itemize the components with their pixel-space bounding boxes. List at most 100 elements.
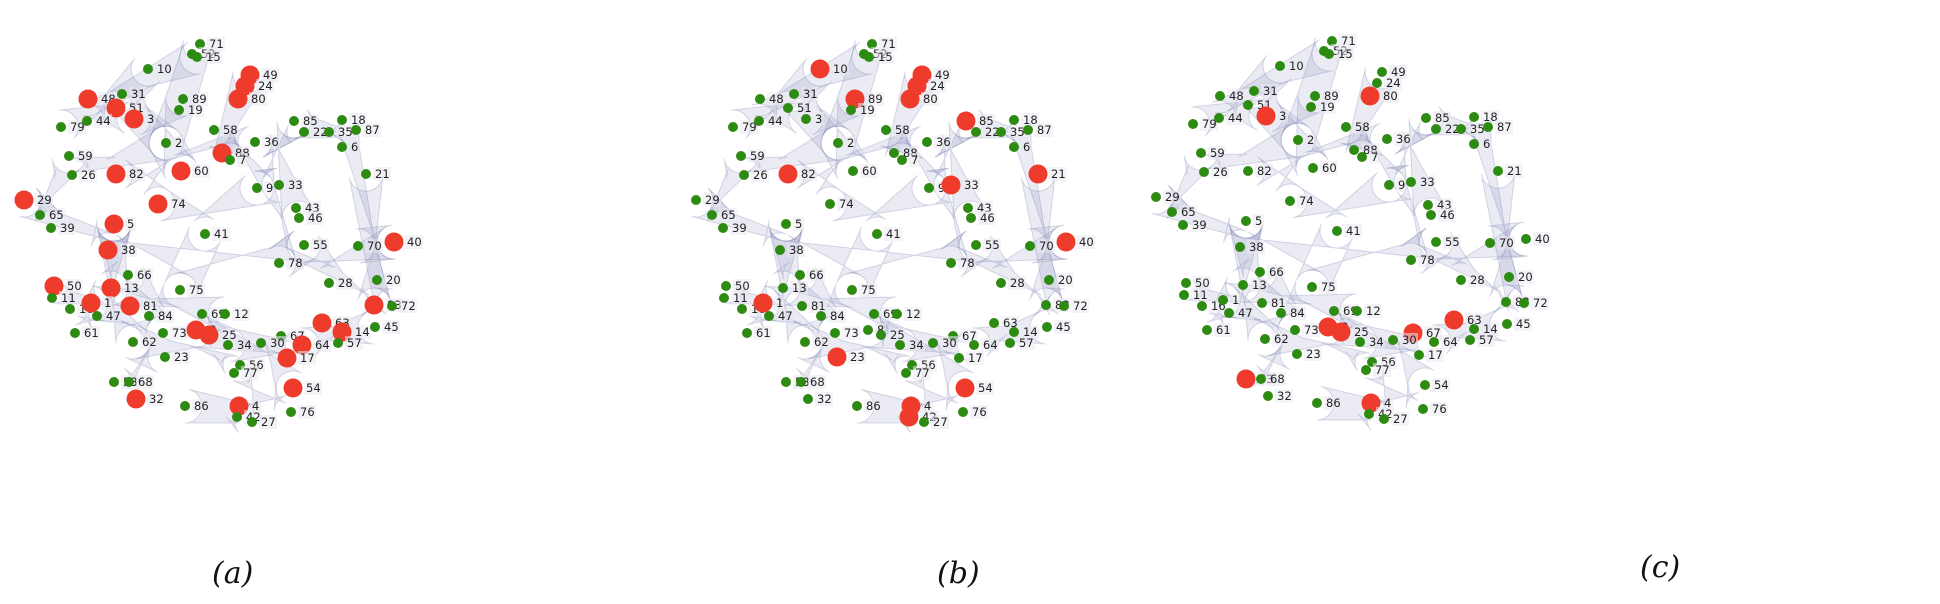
highlighted-node bbox=[899, 407, 919, 427]
node bbox=[963, 203, 973, 213]
node bbox=[361, 169, 371, 179]
node bbox=[247, 417, 257, 427]
node bbox=[178, 94, 188, 104]
node-label-bg bbox=[875, 323, 886, 337]
node-label: 55 bbox=[985, 238, 1000, 252]
node-label: 78 bbox=[288, 256, 303, 270]
highlighted-node bbox=[81, 293, 101, 313]
node-label-bg bbox=[59, 291, 77, 305]
node bbox=[82, 116, 92, 126]
node bbox=[1483, 122, 1493, 132]
node bbox=[294, 213, 304, 223]
highlighted-node bbox=[124, 109, 144, 129]
highlighted-node bbox=[78, 89, 98, 109]
node-label-bg bbox=[1426, 348, 1444, 362]
node-label: 60 bbox=[862, 164, 877, 178]
node-label-bg bbox=[212, 227, 230, 241]
node bbox=[158, 328, 168, 338]
node bbox=[1307, 282, 1317, 292]
node bbox=[739, 170, 749, 180]
node-label-bg bbox=[731, 291, 749, 305]
caption-a: (a) bbox=[212, 556, 254, 591]
node-label: 32 bbox=[1277, 389, 1292, 403]
node-label-bg bbox=[860, 164, 878, 178]
node-label: 38 bbox=[789, 243, 804, 257]
node-label: 22 bbox=[1445, 122, 1460, 136]
node-label-bg bbox=[1277, 109, 1288, 123]
node-label: 40 bbox=[1079, 235, 1094, 249]
node-label: 78 bbox=[960, 256, 975, 270]
node bbox=[1249, 86, 1259, 96]
node bbox=[209, 125, 219, 135]
node-label-bg bbox=[1468, 122, 1486, 136]
node-label-bg bbox=[884, 227, 902, 241]
node-label-bg bbox=[799, 167, 817, 181]
highlighted-node bbox=[171, 161, 191, 181]
node-label-bg bbox=[1236, 306, 1254, 320]
node bbox=[200, 229, 210, 239]
node-label: 65 bbox=[1181, 205, 1196, 219]
node-label: 82 bbox=[801, 167, 816, 181]
node-label: 86 bbox=[1326, 396, 1341, 410]
node-label: 15 bbox=[1338, 47, 1353, 61]
highlighted-node bbox=[120, 296, 140, 316]
node-label: 59 bbox=[78, 149, 93, 163]
node-label: 50 bbox=[67, 279, 82, 293]
node-label: 2 bbox=[175, 136, 182, 150]
node-label-bg bbox=[913, 366, 931, 380]
node-label: 45 bbox=[1516, 317, 1531, 331]
node bbox=[1324, 49, 1334, 59]
node-label-bg bbox=[933, 68, 951, 82]
node-label: 1 bbox=[104, 296, 111, 310]
node-label-bg bbox=[893, 123, 911, 137]
node-label-bg bbox=[976, 381, 994, 395]
node-label: 74 bbox=[1299, 194, 1314, 208]
node-label: 34 bbox=[909, 338, 924, 352]
node-label: 11 bbox=[61, 291, 76, 305]
node-label: 87 bbox=[1037, 123, 1052, 137]
node-label: 85 bbox=[1435, 111, 1450, 125]
node-label: 23 bbox=[174, 350, 189, 364]
node bbox=[852, 401, 862, 411]
node-label: 61 bbox=[84, 326, 99, 340]
node-label: 7 bbox=[911, 153, 918, 167]
node-label-bg bbox=[1465, 313, 1483, 327]
node-label-bg bbox=[186, 103, 204, 117]
node-label-bg bbox=[904, 307, 922, 321]
node-label-bg bbox=[399, 299, 417, 313]
node-label: 75 bbox=[861, 283, 876, 297]
node-label: 26 bbox=[753, 168, 768, 182]
node-label-bg bbox=[1443, 122, 1461, 136]
node-label: 57 bbox=[1019, 336, 1034, 350]
node bbox=[1501, 297, 1511, 307]
node-label-bg bbox=[204, 50, 222, 64]
node-label-bg bbox=[1364, 304, 1382, 318]
node-label-bg bbox=[842, 326, 860, 340]
node bbox=[1421, 113, 1431, 123]
node bbox=[789, 89, 799, 99]
node bbox=[1005, 338, 1015, 348]
node-label: 38 bbox=[121, 243, 136, 257]
node-label: 18 bbox=[1483, 110, 1498, 124]
node-label-bg bbox=[1208, 146, 1226, 160]
node bbox=[1352, 306, 1362, 316]
highlighted-node bbox=[1331, 322, 1351, 342]
node-label-bg bbox=[1505, 164, 1523, 178]
node-label-bg bbox=[65, 279, 83, 293]
node-label-bg bbox=[1353, 120, 1371, 134]
node-label: 5 bbox=[1255, 214, 1262, 228]
node-label-bg bbox=[145, 112, 156, 126]
node bbox=[781, 219, 791, 229]
node-label: 50 bbox=[735, 279, 750, 293]
node-label-bg bbox=[966, 351, 984, 365]
node-label-bg bbox=[365, 239, 383, 253]
node-label-bg bbox=[1214, 323, 1232, 337]
node bbox=[876, 330, 886, 340]
node-label: 76 bbox=[300, 405, 315, 419]
node bbox=[1009, 142, 1019, 152]
node-label: 21 bbox=[1507, 164, 1522, 178]
node-label-bg bbox=[1441, 335, 1459, 349]
node-label-bg bbox=[1230, 293, 1241, 307]
node-label: 24 bbox=[1386, 76, 1401, 90]
node bbox=[1364, 409, 1374, 419]
